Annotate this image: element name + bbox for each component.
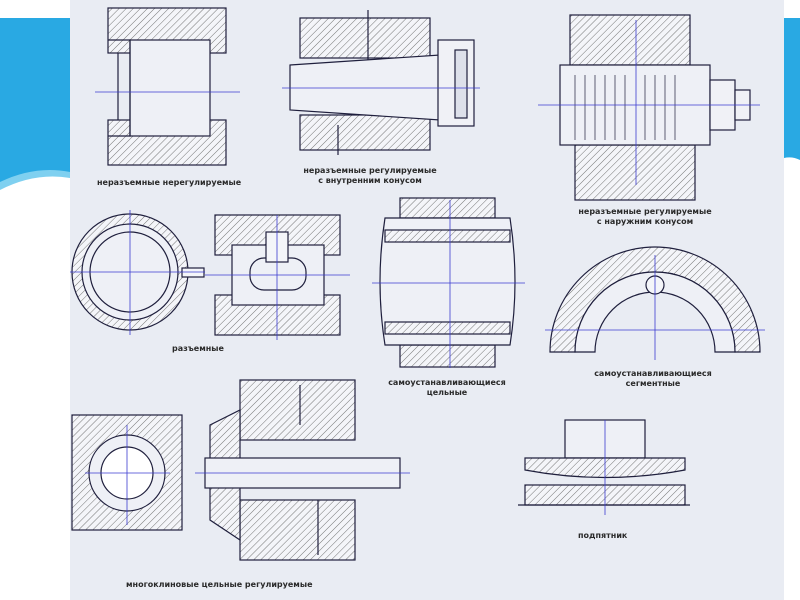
drawing-thrust-bearing bbox=[518, 419, 690, 515]
drawing-multi-wedge-section bbox=[195, 379, 410, 561]
drawing-fixed-outer-cone bbox=[538, 14, 760, 201]
caption-fixed-outer-cone-line2: с наружним конусом bbox=[596, 217, 694, 226]
drawing-self-aligning-segment bbox=[545, 246, 765, 360]
caption-self-aligning-segment: самоустанавливающиеся сегментные bbox=[578, 369, 728, 389]
caption-multi-wedge: многоклиновые цельные регулируемые bbox=[126, 580, 313, 589]
caption-self-aligning-segment-line1: самоустанавливающиеся bbox=[594, 369, 712, 378]
caption-fixed-inner-cone: неразъемные регулируемые с внутренним ко… bbox=[290, 166, 450, 186]
caption-fixed-nonadjustable: неразъемные нерегулируемые bbox=[97, 178, 242, 187]
caption-split: разъемные bbox=[172, 344, 224, 353]
caption-self-aligning-solid-line1: самоустанавливающиеся bbox=[388, 378, 506, 387]
right-blue-wave bbox=[784, 18, 800, 160]
drawing-fixed-nonadjustable bbox=[95, 7, 240, 166]
caption-self-aligning-solid-line2: цельные bbox=[426, 388, 468, 397]
left-blue-wave bbox=[0, 18, 70, 185]
caption-self-aligning-segment-line2: сегментные bbox=[625, 379, 681, 388]
drawing-self-aligning-solid bbox=[372, 197, 525, 368]
caption-thrust: подпятник bbox=[578, 531, 628, 540]
caption-fixed-outer-cone-line1: неразъемные регулируемые bbox=[578, 207, 712, 216]
drawing-split-round bbox=[70, 210, 205, 335]
caption-fixed-inner-cone-line1: неразъемные регулируемые bbox=[303, 166, 437, 175]
caption-fixed-inner-cone-line2: с внутренним конусом bbox=[318, 176, 422, 185]
caption-fixed-outer-cone: неразъемные регулируемые с наружним кону… bbox=[565, 207, 725, 227]
drawing-multi-wedge-round bbox=[71, 414, 183, 531]
drawing-split-section bbox=[205, 214, 350, 340]
drawing-fixed-inner-cone bbox=[282, 10, 480, 155]
caption-self-aligning-solid: самоустанавливающиеся цельные bbox=[372, 378, 522, 398]
